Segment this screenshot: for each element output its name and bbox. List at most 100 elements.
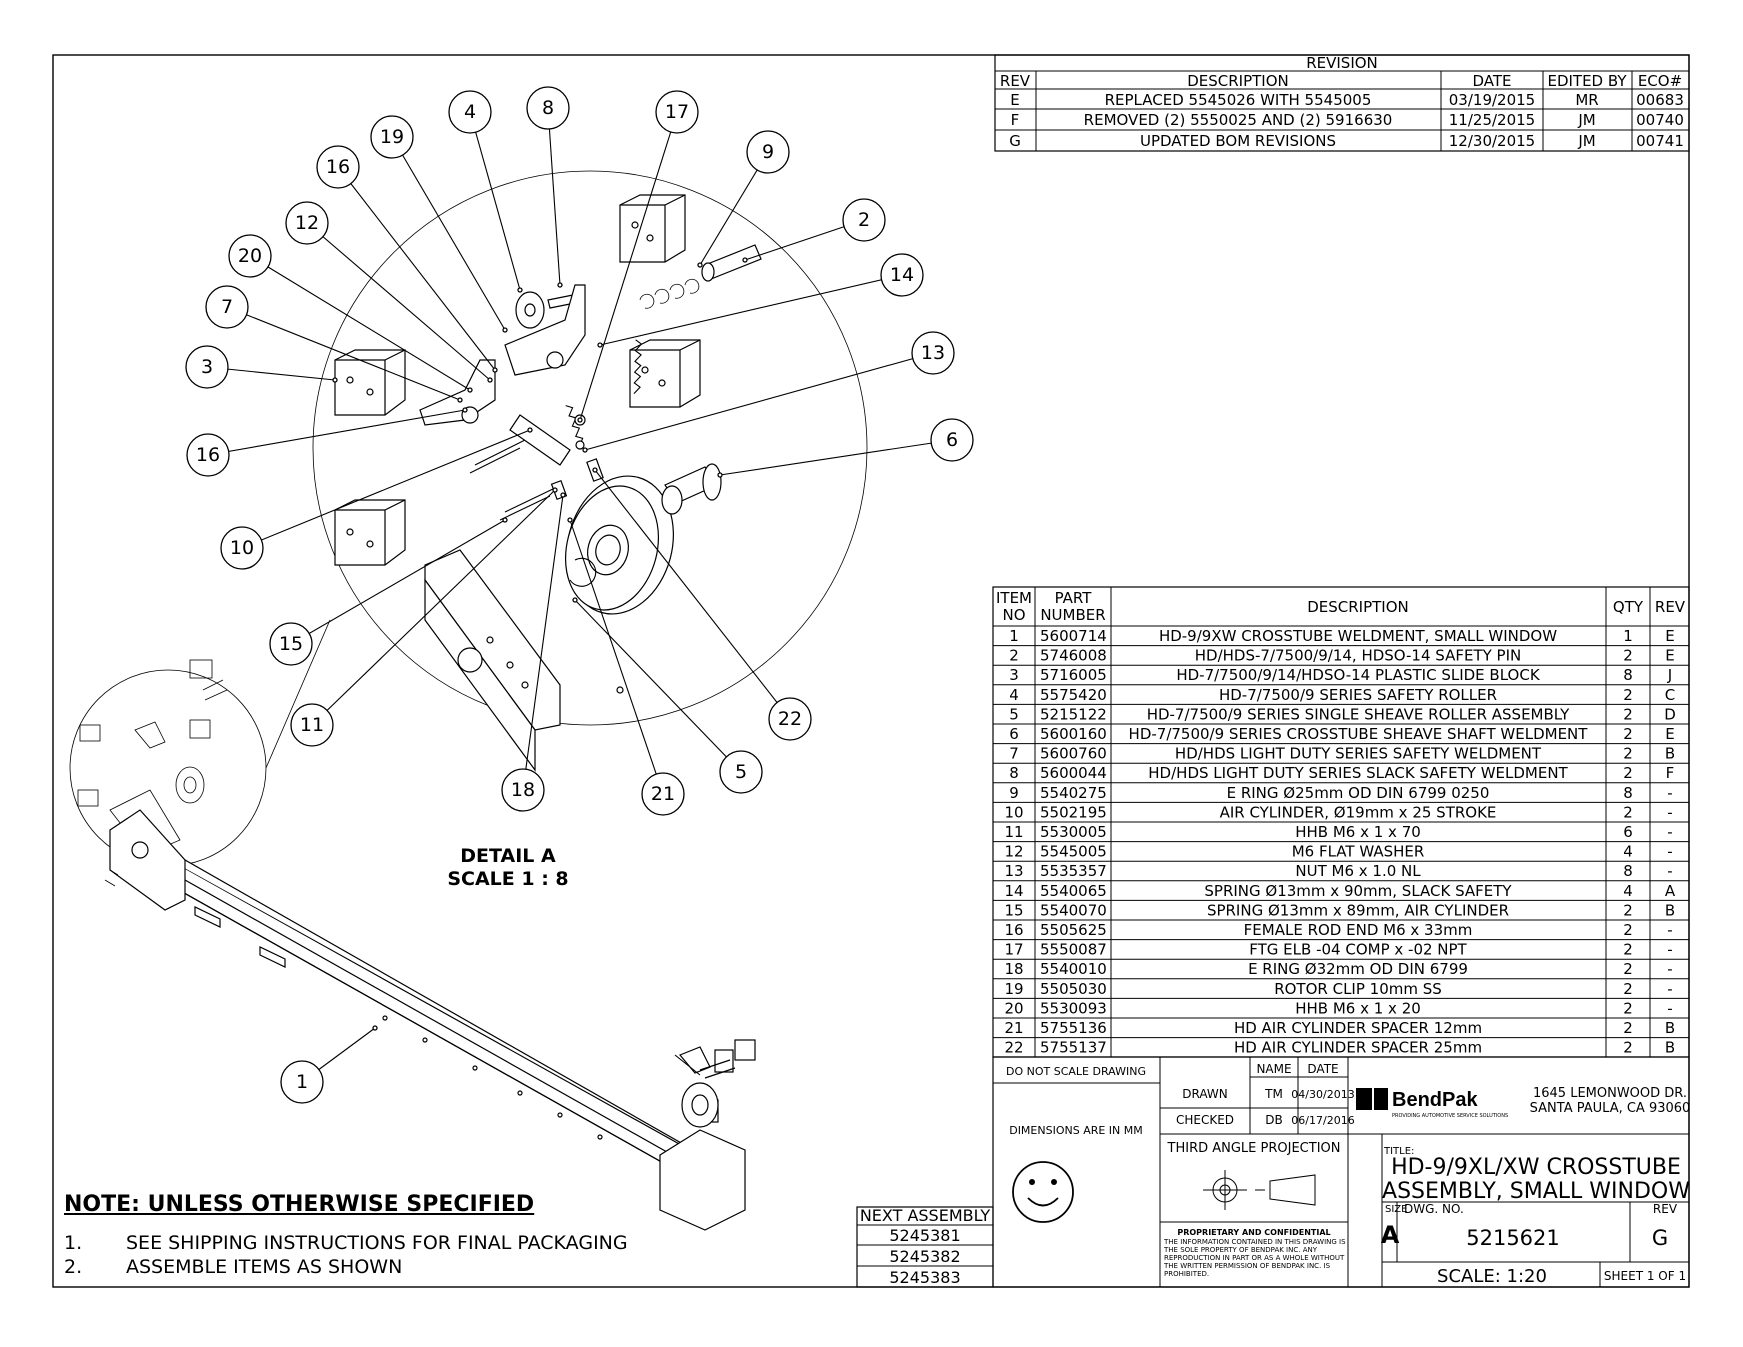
balloon-number: 15 bbox=[279, 633, 303, 655]
notes-title: NOTE: UNLESS OTHERWISE SPECIFIED bbox=[64, 1192, 535, 1217]
balloon bbox=[880, 253, 924, 297]
balloon bbox=[269, 622, 313, 666]
date-cell: 12/30/2015 bbox=[1449, 132, 1535, 150]
balloon-leader-end bbox=[457, 397, 463, 403]
balloon-leader-end bbox=[592, 467, 598, 473]
slack-safety-weldment bbox=[504, 284, 586, 376]
description-cell: UPDATED BOM REVISIONS bbox=[1140, 132, 1336, 150]
bom-description-cell: HD AIR CYLINDER SPACER 12mm bbox=[1234, 1019, 1482, 1037]
bendpak-logo: BendPak PROVIDING AUTOMOTIVE SERVICE SOL… bbox=[1356, 1088, 1508, 1119]
bom-rev-cell: A bbox=[1665, 882, 1676, 900]
bom-rev-cell: - bbox=[1667, 999, 1672, 1017]
slide-block bbox=[334, 499, 406, 566]
bom-qty-cell: 2 bbox=[1623, 999, 1633, 1017]
bom-rev-cell: - bbox=[1667, 784, 1672, 802]
bom-rev-cell: E bbox=[1665, 725, 1674, 743]
rev-cell: G bbox=[1009, 132, 1021, 150]
balloon-number: 19 bbox=[380, 126, 404, 148]
right-end-assembly bbox=[659, 1039, 756, 1231]
balloon-leader bbox=[249, 255, 471, 391]
drawing-title-line-2: ASSEMBLY, SMALL WINDOW bbox=[1382, 1179, 1690, 1204]
bom-part-cell: 5540010 bbox=[1040, 960, 1107, 978]
bom-rev-cell: B bbox=[1665, 1019, 1675, 1037]
balloon bbox=[768, 697, 812, 741]
note-number: 1. bbox=[64, 1232, 83, 1254]
bom-qty-cell: 2 bbox=[1623, 1039, 1633, 1057]
bom-part-cell: 5755137 bbox=[1040, 1039, 1107, 1057]
bom-item-cell: 12 bbox=[1004, 843, 1023, 861]
balloon bbox=[501, 768, 545, 812]
balloon-number: 14 bbox=[890, 264, 914, 286]
drawn-label: DRAWN bbox=[1182, 1087, 1228, 1101]
balloon-leader bbox=[699, 151, 769, 266]
assembly-drawing bbox=[69, 170, 868, 1231]
bom-rev-cell: J bbox=[1667, 666, 1672, 684]
qty-header: QTY bbox=[1613, 598, 1644, 616]
balloon-number: 16 bbox=[326, 156, 350, 178]
bom-part-cell: 5505625 bbox=[1040, 921, 1107, 939]
bom-part-cell: 5755136 bbox=[1040, 1019, 1107, 1037]
balloon bbox=[290, 703, 334, 747]
bom-rows: 1 5600714 HD-9/9XW CROSSTUBE WELDMENT, SMA… bbox=[993, 625, 1689, 1057]
balloon-leader bbox=[522, 494, 564, 791]
balloon-number: 4 bbox=[464, 101, 476, 123]
balloon-leader-end bbox=[332, 377, 338, 383]
bom-item-cell: 21 bbox=[1004, 1019, 1023, 1037]
company-name: BendPak bbox=[1392, 1089, 1478, 1111]
bom-description-cell: ROTOR CLIP 10mm SS bbox=[1274, 980, 1442, 998]
bom-item-cell: 15 bbox=[1004, 901, 1023, 919]
bom-item-cell: 19 bbox=[1004, 980, 1023, 998]
bom-qty-cell: 2 bbox=[1623, 745, 1633, 763]
bom-item-cell: 16 bbox=[1004, 921, 1023, 939]
balloon-number: 1 bbox=[296, 1071, 308, 1093]
smiley-icon bbox=[1012, 1161, 1074, 1223]
part-header: PART bbox=[1055, 589, 1093, 607]
bom-item-cell: 1 bbox=[1009, 627, 1019, 645]
next-assembly-title: NEXT ASSEMBLY bbox=[860, 1206, 991, 1225]
bom-item-cell: 10 bbox=[1004, 803, 1023, 821]
bom-description-cell: FTG ELB -04 COMP x -02 NPT bbox=[1249, 941, 1467, 959]
bom-part-cell: 5540065 bbox=[1040, 882, 1107, 900]
balloon-number: 2 bbox=[858, 209, 870, 231]
balloon-number: 22 bbox=[778, 708, 802, 730]
rev-label: REV bbox=[1653, 1202, 1678, 1216]
description-header: DESCRIPTION bbox=[1307, 598, 1409, 616]
bom-description-cell: HD-9/9XW CROSSTUBE WELDMENT, SMALL WINDO… bbox=[1159, 627, 1557, 645]
balloon bbox=[448, 90, 492, 134]
balloon-leader bbox=[584, 352, 934, 451]
bom-part-cell: 5600714 bbox=[1040, 627, 1107, 645]
bom-rev-cell: F bbox=[1666, 764, 1675, 782]
balloon-leader-end bbox=[502, 517, 508, 523]
bom-description-cell: HD-7/7500/9 SERIES SINGLE SHEAVE ROLLER … bbox=[1147, 705, 1570, 723]
next-assembly-item: 5245381 bbox=[889, 1226, 960, 1245]
company-tagline: PROVIDING AUTOMOTIVE SERVICE SOLUTIONS bbox=[1392, 1113, 1508, 1119]
balloon-leader bbox=[569, 519, 664, 795]
edited-by-header: EDITED BY bbox=[1547, 72, 1627, 90]
revision-table: REVISION REV DESCRIPTION DATE EDITED BY … bbox=[994, 54, 1690, 152]
spring bbox=[565, 405, 584, 447]
bom-item-cell: 20 bbox=[1004, 999, 1023, 1017]
bom-qty-cell: 4 bbox=[1623, 882, 1633, 900]
bom-description-cell: HD AIR CYLINDER SPACER 25mm bbox=[1234, 1039, 1482, 1057]
bom-part-cell: 5600160 bbox=[1040, 725, 1107, 743]
bom-description-cell: HD-7/7500/9/14/HDSO-14 PLASTIC SLIDE BLO… bbox=[1176, 666, 1540, 684]
bom-description-cell: HD/HDS LIGHT DUTY SERIES SAFETY WELDMENT bbox=[1175, 745, 1542, 763]
item-header: ITEM bbox=[996, 589, 1032, 607]
balloon bbox=[185, 345, 229, 389]
balloon bbox=[205, 285, 249, 329]
name-header: NAME bbox=[1256, 1062, 1291, 1076]
bom-description-cell: HD-7/7500/9 SERIES SAFETY ROLLER bbox=[1219, 686, 1497, 704]
balloon-leader-end bbox=[467, 387, 473, 393]
balloon-number: 13 bbox=[921, 342, 945, 364]
rev-header: REV bbox=[1000, 72, 1031, 90]
left-end-plate bbox=[109, 809, 186, 911]
dwg-no-value: 5215621 bbox=[1466, 1226, 1560, 1250]
bom-part-cell: 5540275 bbox=[1040, 784, 1107, 802]
balloon-leader bbox=[579, 111, 678, 421]
description-cell: REMOVED (2) 5550025 AND (2) 5916630 bbox=[1084, 111, 1393, 129]
balloon-leader-end bbox=[552, 487, 558, 493]
edited-by-cell: MR bbox=[1575, 91, 1598, 109]
drawn-date: 04/30/2013 bbox=[1291, 1088, 1354, 1101]
bom-rev-cell: - bbox=[1667, 960, 1672, 978]
balloon-number: 6 bbox=[946, 429, 958, 451]
